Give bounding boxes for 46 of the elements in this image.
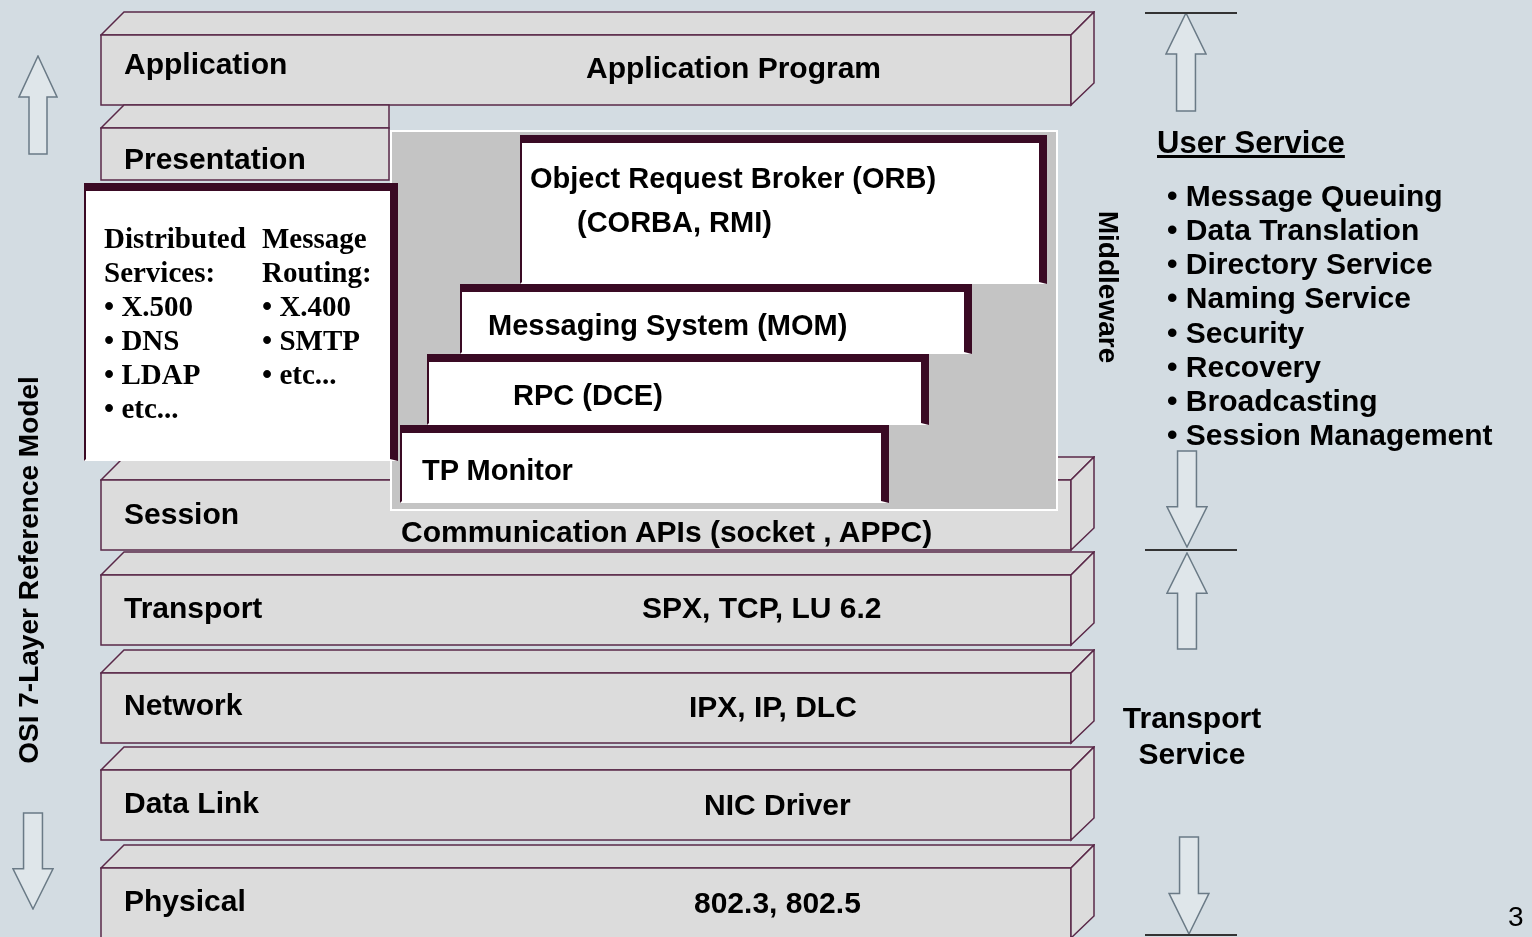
protocol-text: Application Program	[586, 51, 882, 85]
middleware-box	[520, 135, 1047, 284]
section-heading: User Service	[1157, 126, 1345, 160]
list-item: • Naming Service	[1167, 281, 1411, 315]
list-item: • Recovery	[1167, 350, 1321, 384]
list-item: • X.500	[104, 289, 195, 323]
list-item: • etc...	[262, 357, 338, 391]
layer-name: Session	[124, 497, 240, 531]
page-number: 3	[1508, 900, 1524, 934]
list-item: • Message Queuing	[1167, 179, 1443, 213]
box-label: TP Monitor	[422, 453, 573, 487]
middleware-box	[400, 425, 889, 503]
list-item: • Security	[1167, 316, 1305, 350]
box-label: RPC (DCE)	[513, 378, 663, 412]
protocol-text: SPX, TCP, LU 6.2	[642, 591, 882, 625]
column-heading: Distributed Services:	[104, 221, 247, 289]
layer-name: Network	[124, 688, 243, 722]
protocol-text: Communication APIs (socket , APPC)	[401, 515, 933, 549]
vertical-label: Middleware	[1092, 210, 1126, 364]
list-item: • Directory Service	[1167, 247, 1433, 281]
layer-name: Application	[124, 47, 288, 81]
protocol-text: NIC Driver	[704, 788, 851, 822]
layer-name: Presentation	[124, 142, 306, 176]
layer-name: Physical	[124, 884, 246, 918]
list-item: • Broadcasting	[1167, 384, 1378, 418]
box-label: (CORBA, RMI)	[577, 205, 772, 239]
protocol-text: 802.3, 802.5	[694, 886, 861, 920]
service-card	[84, 183, 398, 461]
list-item: • Data Translation	[1167, 213, 1420, 247]
middleware-panel	[390, 130, 1058, 511]
layer-name: Data Link	[124, 786, 260, 820]
list-item: • Session Management	[1167, 418, 1493, 452]
axis-title: OSI 7-Layer Reference Model	[11, 376, 45, 764]
list-item: • etc...	[104, 391, 180, 425]
list-item: • SMTP	[262, 323, 361, 357]
box-label: Object Request Broker (ORB)	[530, 161, 937, 195]
layer-name: Transport	[124, 591, 263, 625]
protocol-text: IPX, IP, DLC	[689, 690, 857, 724]
middleware-box	[460, 284, 972, 354]
list-item: • DNS	[104, 323, 181, 357]
list-item: • LDAP	[104, 357, 202, 391]
middleware-box	[427, 354, 929, 425]
list-item: • X.400	[262, 289, 353, 323]
section-heading: Transport Service	[1121, 700, 1263, 772]
box-label: Messaging System (MOM)	[488, 308, 848, 342]
column-heading: Message Routing:	[262, 221, 373, 289]
